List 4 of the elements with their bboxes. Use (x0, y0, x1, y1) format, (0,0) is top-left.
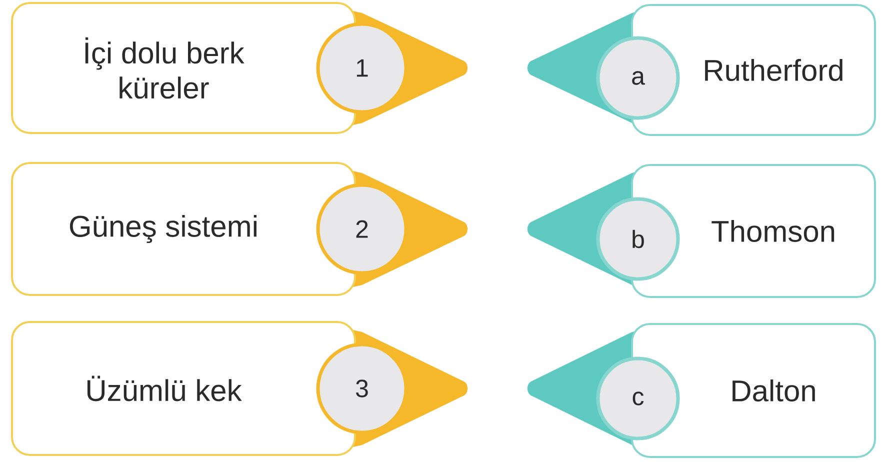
node-label: Dalton (732, 379, 815, 402)
node-label: Thomson (712, 220, 834, 242)
node-label: Rutherford (705, 58, 842, 82)
node-label: Üzümlü kek (87, 376, 242, 402)
